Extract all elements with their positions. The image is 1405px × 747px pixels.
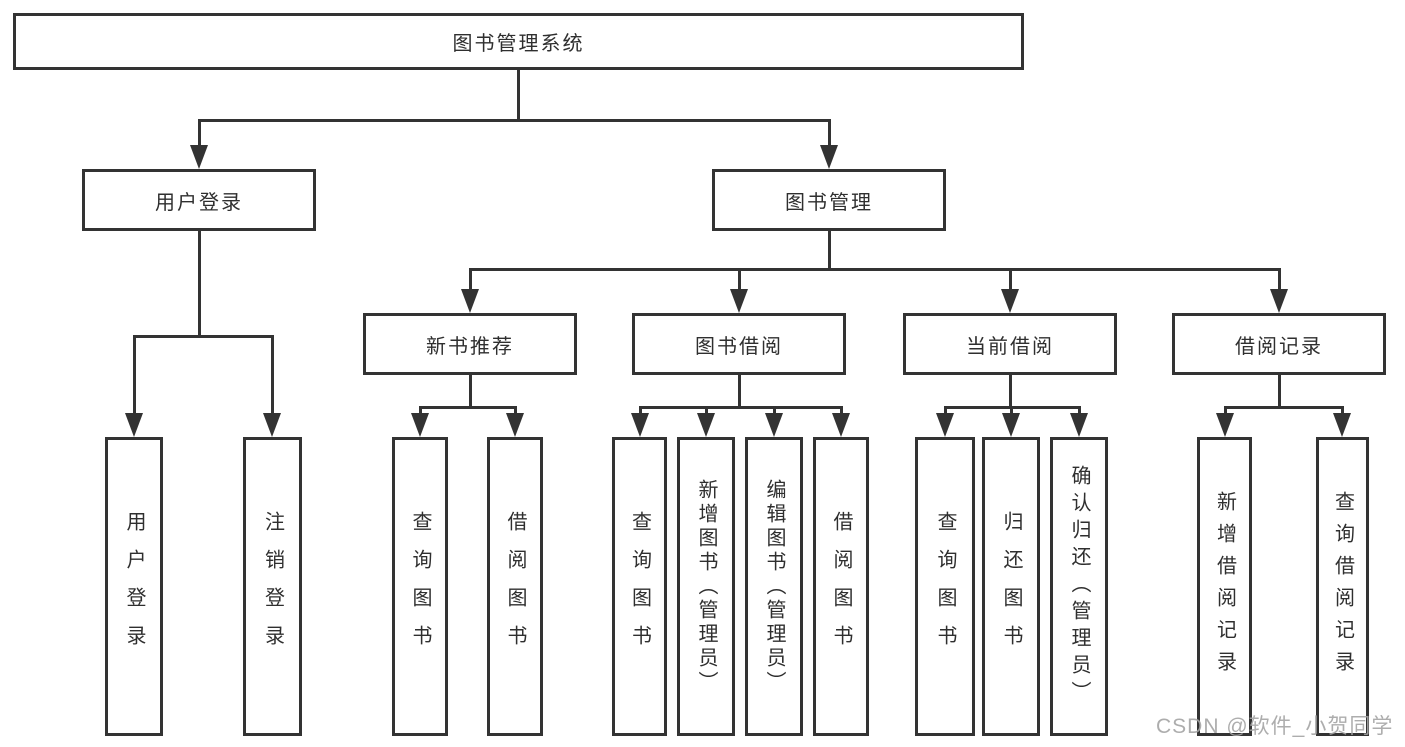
- leaf-bb-query-books: 查询图书: [612, 437, 667, 736]
- arrow-down-icon: [820, 145, 838, 169]
- connector-line: [1278, 375, 1281, 408]
- connector-line: [419, 406, 517, 409]
- connector-line: [705, 406, 708, 418]
- connector-line: [271, 335, 274, 415]
- connector-line: [1341, 406, 1344, 418]
- connector-line: [1278, 268, 1281, 292]
- node-root-label: 图书管理系统: [452, 33, 585, 55]
- leaf-nb-query-books: 查询图书: [392, 437, 448, 736]
- connector-line: [198, 231, 201, 337]
- leaf-bb-add-books-admin: 新增图书（管理员）: [677, 437, 735, 736]
- connector-line: [517, 69, 520, 121]
- leaf-cb-confirm-return-admin-label: 确认归还（管理员）: [1068, 465, 1090, 708]
- connector-line: [133, 335, 136, 415]
- arrow-down-icon: [125, 413, 143, 437]
- arrow-down-icon: [1270, 289, 1288, 313]
- connector-line: [828, 119, 831, 149]
- connector-line: [738, 268, 741, 292]
- node-borrow-records-label: 借阅记录: [1235, 335, 1323, 358]
- arrow-down-icon: [697, 413, 715, 437]
- leaf-bb-edit-books-admin-label: 编辑图书（管理员）: [763, 478, 785, 695]
- leaf-logout: 注销登录: [243, 437, 302, 736]
- arrow-down-icon: [411, 413, 429, 437]
- connector-line: [840, 406, 843, 418]
- node-current-borrow-label: 当前借阅: [966, 335, 1054, 358]
- leaf-bb-add-books-admin-label: 新增图书（管理员）: [695, 478, 717, 695]
- leaf-br-query-record: 查询借阅记录: [1316, 437, 1369, 736]
- arrow-down-icon: [506, 413, 524, 437]
- node-borrow-records: 借阅记录: [1172, 313, 1386, 375]
- connector-line: [419, 406, 422, 418]
- node-book-borrow: 图书借阅: [632, 313, 846, 375]
- leaf-cb-query-books: 查询图书: [915, 437, 975, 736]
- leaf-br-query-record-label: 查询借阅记录: [1331, 490, 1354, 683]
- arrow-down-icon: [1001, 289, 1019, 313]
- watermark-text: CSDN @软件_小贺同学: [1156, 715, 1394, 738]
- node-new-book-recommend-label: 新书推荐: [426, 335, 514, 358]
- connector-line: [469, 268, 472, 292]
- node-book-management-label: 图书管理: [785, 191, 873, 214]
- leaf-bb-edit-books-admin: 编辑图书（管理员）: [745, 437, 803, 736]
- leaf-user-login: 用户登录: [105, 437, 163, 736]
- leaf-cb-query-books-label: 查询图书: [934, 510, 956, 663]
- node-book-borrow-label: 图书借阅: [695, 335, 783, 358]
- leaf-nb-query-books-label: 查询图书: [409, 510, 431, 663]
- connector-line: [828, 231, 831, 270]
- connector-line: [198, 119, 831, 122]
- leaf-br-add-record-label: 新增借阅记录: [1213, 490, 1236, 683]
- connector-line: [773, 406, 776, 418]
- leaf-cb-return-books: 归还图书: [982, 437, 1040, 736]
- connector-line: [639, 406, 642, 418]
- leaf-bb-borrow-books: 借阅图书: [813, 437, 869, 736]
- connector-line: [944, 406, 947, 418]
- arrow-down-icon: [730, 289, 748, 313]
- arrow-down-icon: [936, 413, 954, 437]
- connector-line: [1224, 406, 1344, 409]
- leaf-cb-confirm-return-admin: 确认归还（管理员）: [1050, 437, 1108, 736]
- connector-line: [1009, 375, 1012, 408]
- arrow-down-icon: [1216, 413, 1234, 437]
- connector-line: [738, 375, 741, 408]
- arrow-down-icon: [832, 413, 850, 437]
- connector-line: [1010, 406, 1013, 418]
- node-root: 图书管理系统: [13, 13, 1024, 70]
- node-new-book-recommend: 新书推荐: [363, 313, 577, 375]
- node-user-login-label: 用户登录: [155, 191, 243, 214]
- leaf-bb-borrow-books-label: 借阅图书: [830, 510, 852, 663]
- arrow-down-icon: [461, 289, 479, 313]
- leaf-logout-label: 注销登录: [261, 510, 284, 663]
- leaf-br-add-record: 新增借阅记录: [1197, 437, 1252, 736]
- leaf-nb-borrow-books: 借阅图书: [487, 437, 543, 736]
- arrow-down-icon: [631, 413, 649, 437]
- arrow-down-icon: [1002, 413, 1020, 437]
- connector-line: [133, 335, 274, 338]
- connector-line: [469, 375, 472, 408]
- arrow-down-icon: [1070, 413, 1088, 437]
- node-book-management: 图书管理: [712, 169, 946, 231]
- node-current-borrow: 当前借阅: [903, 313, 1117, 375]
- node-user-login: 用户登录: [82, 169, 316, 231]
- connector-line: [639, 406, 842, 409]
- arrow-down-icon: [190, 145, 208, 169]
- arrow-down-icon: [765, 413, 783, 437]
- connector-line: [1224, 406, 1227, 418]
- connector-line: [470, 268, 1281, 271]
- arrow-down-icon: [1333, 413, 1351, 437]
- connector-line: [514, 406, 517, 418]
- connector-line: [1009, 268, 1012, 292]
- connector-line: [1078, 406, 1081, 418]
- leaf-cb-return-books-label: 归还图书: [1000, 510, 1022, 663]
- arrow-down-icon: [263, 413, 281, 437]
- leaf-bb-query-books-label: 查询图书: [628, 510, 651, 663]
- leaf-user-login-label: 用户登录: [123, 510, 145, 663]
- connector-line: [198, 119, 201, 149]
- leaf-nb-borrow-books-label: 借阅图书: [504, 510, 526, 663]
